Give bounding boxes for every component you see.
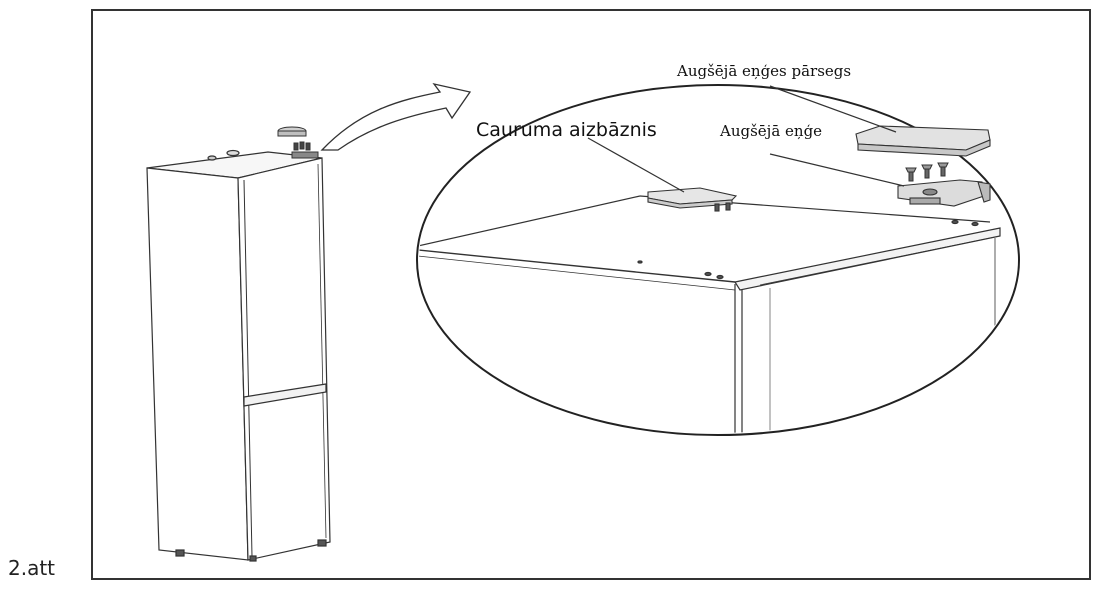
label-top-hinge-cover: Augšējā eņģes pārsegs xyxy=(676,62,851,80)
refrigerator xyxy=(146,149,331,562)
zoom-arrow xyxy=(320,82,472,151)
figure-frame xyxy=(91,9,1091,580)
hinge-cover-part xyxy=(855,125,991,157)
magnified-contents xyxy=(419,195,1001,433)
figure-caption: 2.att xyxy=(8,556,56,580)
fridge-door-split xyxy=(243,383,327,407)
label-top-hinge: Augšējā eņģe xyxy=(719,122,822,140)
hole-plug-part xyxy=(647,187,738,212)
screws xyxy=(905,162,949,182)
top-hinge-part xyxy=(897,179,991,207)
leader-hinge-cover xyxy=(769,85,897,133)
leader-top-hinge xyxy=(769,153,905,187)
magnified-view xyxy=(416,84,1020,436)
leader-lines xyxy=(587,85,905,193)
leader-hole-plug xyxy=(587,137,685,193)
small-hinge-parts xyxy=(277,126,319,159)
fridge-front xyxy=(237,157,331,561)
label-hole-plug: Cauruma aizbāznis xyxy=(476,119,657,141)
fridge-side xyxy=(146,167,249,561)
